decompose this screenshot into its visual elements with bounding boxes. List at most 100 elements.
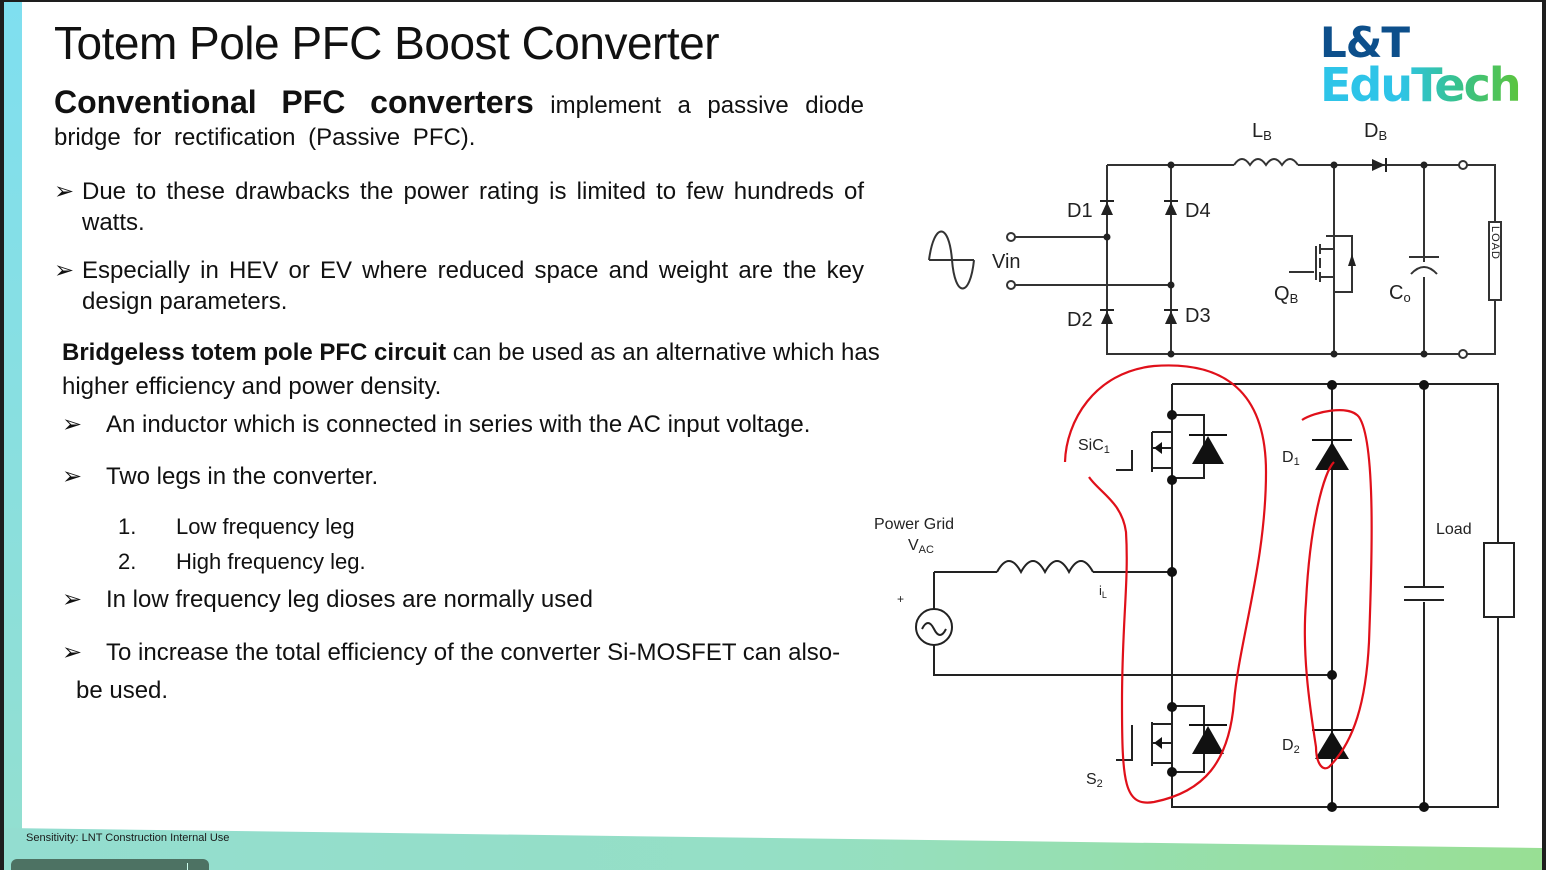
labels-bottom: SiC1 S2 D1 D2 Power Grid VAC iL + Load [874, 437, 1472, 790]
intro-bold: Conventional PFC converters [54, 84, 534, 120]
label-d1: D1 [1282, 449, 1300, 468]
label-load: Load [1436, 521, 1472, 538]
label-plus: + [897, 592, 904, 606]
bullet-text: Especially in HEV or EV where reduced sp… [82, 257, 864, 315]
label-s2: S2 [1086, 771, 1103, 790]
bullet-arrow-icon: ➢ [54, 257, 75, 284]
mosfet-arrow [1154, 442, 1162, 454]
presenter-name-badge [11, 859, 209, 870]
intro-text: implement a passive diode bridge for rec… [54, 92, 865, 151]
label-vac: VAC [908, 537, 934, 556]
node [1327, 380, 1337, 390]
bullet-arrow-icon: ➢ [62, 411, 83, 438]
label-vin: Vin [992, 251, 1021, 273]
left-accent-strip [4, 2, 22, 870]
logo-line2: EduTech [1320, 58, 1522, 112]
annotation-lf-leg [1301, 409, 1373, 770]
mosfet-qb [1289, 244, 1334, 282]
terminal [1006, 232, 1016, 242]
item-number: 1. [118, 514, 137, 539]
item-number: 2. [118, 549, 137, 574]
item-text: High frequency leg. [176, 549, 366, 574]
outer-loop [1171, 383, 1499, 808]
wire [1015, 236, 1171, 286]
label-qb: QB [1274, 283, 1298, 306]
red-annotations [1063, 364, 1373, 804]
diode-d2 [1315, 731, 1349, 759]
diodes-top [1100, 158, 1428, 358]
wire [933, 572, 1332, 676]
label-d2: D2 [1067, 309, 1093, 331]
bullet-drawbacks: ➢ Due to these drawbacks the power ratin… [54, 176, 864, 238]
bullet-text: Due to these drawbacks the power rating … [82, 178, 864, 236]
diode-s2-body [1192, 726, 1224, 754]
numbered-item: 2. High frequency leg. [118, 549, 366, 575]
capacitor-bottom [1404, 586, 1444, 601]
bullet-arrow-icon: ➢ [62, 639, 83, 666]
terminal [1458, 349, 1468, 359]
bullet-arrow-icon: ➢ [62, 586, 83, 613]
ac-sine [921, 622, 947, 636]
label-il: iL [1099, 583, 1107, 600]
label-d3: D3 [1185, 305, 1211, 327]
labels-top: LB DB D1 D4 D2 D3 Vin QB Co [992, 120, 1411, 331]
mosfet-sic1 [1116, 431, 1172, 472]
sensitivity-label: Sensitivity: LNT Construction Internal U… [26, 832, 230, 844]
bullet-two-legs: ➢ Two legs in the converter. [62, 462, 378, 491]
bullet-arrow-icon: ➢ [62, 463, 83, 490]
badge-divider [187, 863, 188, 870]
load-resistor [1483, 542, 1515, 618]
bullet-text: In low frequency leg dioses are normally… [106, 586, 593, 613]
diode-d1 [1315, 442, 1349, 470]
bullet-si-mosfet: ➢ To increase the total efficiency of the… [62, 638, 840, 667]
node [1167, 161, 1175, 169]
diode-d2 [1101, 311, 1113, 324]
load-label-vertical: LOAD [1489, 226, 1501, 260]
wire [1106, 165, 1459, 355]
label-lb: LB [1252, 120, 1272, 143]
label-d2: D2 [1282, 737, 1300, 756]
lt-edutech-logo: L&T EduTech [1320, 18, 1522, 112]
label-power-grid: Power Grid [874, 516, 954, 533]
bullet-text: Two legs in the converter. [106, 463, 379, 490]
bullet-arrow-icon: ➢ [54, 178, 75, 205]
terminal [1006, 280, 1016, 290]
bridgeless-paragraph: Bridgeless totem pole PFC circuit can be… [62, 336, 912, 404]
label-load: LOAD [1489, 226, 1501, 260]
load-box [1488, 221, 1502, 301]
bullet-text: To increase the total efficiency of the … [106, 639, 841, 666]
conventional-pfc-diagram [928, 158, 1502, 359]
diode-sic1-body [1192, 436, 1224, 464]
bullet-hev-ev: ➢ Especially in HEV or EV where reduced … [54, 255, 864, 317]
capacitor-curve [1410, 266, 1438, 275]
circuit-diagrams: LB DB D1 D4 D2 D3 Vin QB Co LOAD [874, 120, 1515, 812]
mosfet-frame [1172, 705, 1205, 773]
bullet-continuation: be used. [76, 677, 169, 704]
logo-line1: L&T [1320, 18, 1410, 67]
label-db: DB [1364, 120, 1387, 143]
intro-paragraph: Conventional PFC converters implement a … [54, 86, 864, 154]
label-co: Co [1389, 282, 1411, 305]
mosfet-arrow [1154, 737, 1162, 749]
bridgeless-text: can be used as an alternative which has … [62, 339, 880, 400]
inductor [996, 560, 1094, 575]
mosfet-s2 [1116, 722, 1172, 766]
mosfet-body [1326, 235, 1353, 293]
diode-db [1372, 159, 1385, 171]
bullet-text: An inductor which is connected in series… [106, 411, 811, 438]
inductor-lb [1233, 158, 1299, 167]
sine-source [928, 230, 975, 290]
label-sic1: SiC1 [1078, 437, 1110, 456]
annotation-hf-leg [1063, 364, 1268, 804]
label-d4: D4 [1185, 200, 1211, 222]
body-diode [1348, 254, 1356, 266]
bullet-inductor: ➢ An inductor which is connected in serie… [62, 410, 810, 439]
bridgeless-bold: Bridgeless totem pole PFC circuit [62, 339, 447, 366]
diode-d4 [1165, 202, 1177, 215]
diode-d3 [1165, 311, 1177, 324]
numbered-item: 1.Low frequency leg [118, 514, 355, 540]
mosfet-frame [1172, 414, 1205, 479]
totem-pole-components [1154, 380, 1429, 812]
terminal [1458, 160, 1468, 170]
label-d1: D1 [1067, 200, 1093, 222]
